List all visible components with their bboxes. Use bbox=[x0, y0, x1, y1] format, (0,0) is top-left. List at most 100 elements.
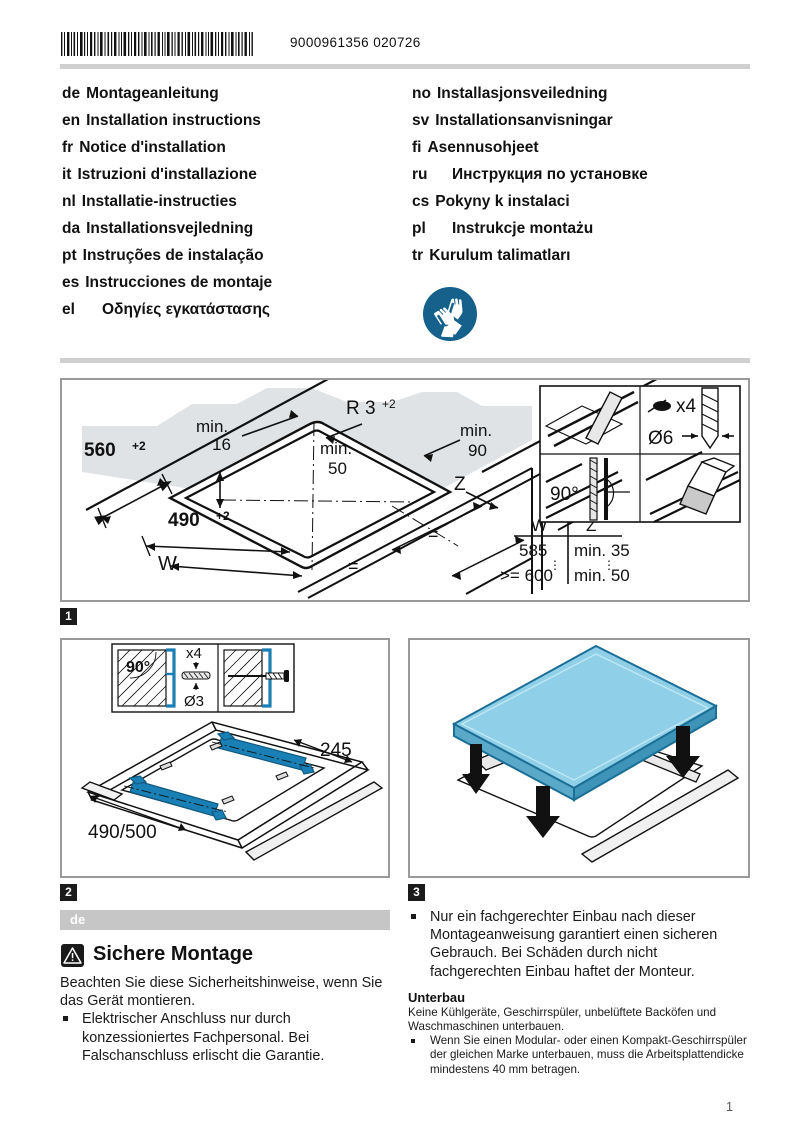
language-title: Installationsvejledning bbox=[86, 220, 254, 237]
wear-protective-gloves-icon bbox=[423, 287, 477, 341]
language-code: nl bbox=[62, 193, 76, 210]
drill-bit-icon: x4 Ø6 bbox=[647, 387, 734, 450]
language-row-cs: cs Pokyny k instalaci bbox=[412, 188, 752, 215]
saw-90-degree-icon: 90° bbox=[545, 457, 630, 521]
language-row-pl: pl Instrukcje montażu bbox=[412, 215, 752, 242]
section-title: Sichere Montage bbox=[93, 943, 254, 965]
language-code: cs bbox=[412, 193, 430, 210]
figure-1-number: 1 bbox=[60, 608, 77, 625]
figure-2-detail-panel: 90° x4 Ø3 bbox=[111, 643, 295, 713]
sealant-brush-icon bbox=[645, 451, 741, 523]
header-divider bbox=[60, 64, 750, 69]
language-code: no bbox=[412, 85, 431, 102]
language-code: da bbox=[62, 220, 81, 237]
language-title: Installation instructions bbox=[86, 112, 261, 129]
language-title: Инструкция по установке bbox=[452, 166, 648, 183]
figure-2-number: 2 bbox=[60, 884, 77, 901]
safety-intro: Beachten Sie diese Sicherheitshinweise, … bbox=[60, 975, 383, 1010]
label-490: 490 bbox=[168, 510, 200, 531]
language-title: Instrucciones de montaje bbox=[85, 274, 273, 291]
label-490-500: 490/500 bbox=[88, 822, 157, 843]
language-code: fi bbox=[412, 139, 422, 156]
language-row-it: it Istruzioni d'installazione bbox=[62, 161, 402, 188]
language-title: Asennusohjeet bbox=[427, 139, 539, 156]
page-number: 1 bbox=[726, 1100, 733, 1114]
language-code: it bbox=[62, 166, 72, 183]
td-w-585: 585 bbox=[519, 541, 547, 560]
figure-1-wz-table: W Z 585 min. 35 >= 600 min. 50 ⋮ ⋮ bbox=[500, 512, 630, 585]
bullet-square-icon bbox=[411, 1039, 415, 1044]
td-z-min35: min. 35 bbox=[574, 541, 630, 560]
language-title: Kurulum talimatları bbox=[429, 247, 571, 264]
press-down-arrow bbox=[526, 786, 560, 838]
language-title: Montageanleitung bbox=[86, 85, 219, 102]
subsection-heading: Unterbau bbox=[408, 989, 466, 1005]
label-equal-2: = bbox=[348, 556, 359, 576]
label-min90-line2: 90 bbox=[468, 441, 487, 460]
language-code: pl bbox=[412, 220, 426, 237]
language-title: Istruzioni d'installazione bbox=[77, 166, 257, 183]
hob-panel bbox=[451, 644, 719, 802]
language-code: tr bbox=[412, 247, 424, 264]
label-d6: Ø6 bbox=[648, 428, 673, 449]
svg-text:⋮: ⋮ bbox=[549, 558, 561, 572]
language-row-tr: tr Kurulum talimatları bbox=[412, 242, 752, 269]
bullet-item: Wenn Sie einen Modular- oder einen Kompa… bbox=[408, 1034, 750, 1077]
press-down-arrow bbox=[666, 726, 700, 778]
bullet-square-icon bbox=[411, 914, 416, 919]
bullet-text: Wenn Sie einen Modular- oder einen Kompa… bbox=[430, 1034, 747, 1076]
label-245: 245 bbox=[320, 740, 352, 761]
bullet-text: Elektrischer Anschluss nur durch konzess… bbox=[82, 1011, 325, 1064]
language-title: Notice d'installation bbox=[79, 139, 226, 156]
language-title: Installationsanvisningar bbox=[435, 112, 613, 129]
figure-1-drawing: min. 16 560 +2 490 +2 R 3 +2 min. 90 min… bbox=[82, 380, 741, 599]
language-row-es: es Instrucciones de montaje bbox=[62, 269, 402, 296]
language-title: Instrukcje montażu bbox=[452, 220, 594, 237]
language-row-fr: fr Notice d'installation bbox=[62, 134, 402, 161]
mounting-bracket bbox=[216, 731, 315, 775]
warning-triangle-icon bbox=[61, 944, 84, 967]
language-band-label: de bbox=[70, 912, 86, 927]
label-equal-1: = bbox=[428, 524, 439, 544]
svg-text:+2: +2 bbox=[382, 397, 396, 411]
label-min16-line1: min. bbox=[196, 417, 228, 436]
subsection-text: Keine Kühlgeräte, Geschirrspüler, unbelü… bbox=[408, 1005, 717, 1034]
document-number: 9000961356 020726 bbox=[290, 35, 421, 50]
text-column-right: Nur ein fachgerechter Einbau nach dieser… bbox=[408, 908, 750, 1077]
language-code: es bbox=[62, 274, 80, 291]
language-code: el bbox=[62, 301, 75, 318]
figure-3-number: 3 bbox=[408, 884, 425, 901]
figure-1-detail-panel: x4 Ø6 bbox=[539, 385, 741, 523]
language-title: Pokyny k instalaci bbox=[435, 193, 570, 210]
barcode bbox=[61, 32, 253, 56]
text-column-left: Beachten Sie diese Sicherheitshinweise, … bbox=[60, 974, 390, 1065]
svg-text:+2: +2 bbox=[216, 509, 230, 523]
language-code: fr bbox=[62, 139, 74, 156]
language-title: Instruções de instalação bbox=[82, 247, 264, 264]
figure-2-brackets: 90° x4 Ø3 bbox=[60, 638, 390, 878]
td-w-600: >= 600 bbox=[500, 566, 553, 585]
svg-text:+2: +2 bbox=[132, 439, 146, 453]
label-90deg-fig2: 90° bbox=[126, 659, 150, 676]
label-x4: x4 bbox=[676, 396, 697, 417]
figure-3-install-hob bbox=[408, 638, 750, 878]
bullet-text: Nur ein fachgerechter Einbau nach dieser… bbox=[430, 909, 718, 980]
pencil-marking-icon bbox=[544, 390, 639, 448]
figure-3-drawing bbox=[451, 644, 740, 863]
td-z-min50: min. 50 bbox=[574, 566, 630, 585]
svg-text:⋮: ⋮ bbox=[603, 558, 615, 572]
language-row-da: da Installationsvejledning bbox=[62, 215, 402, 242]
section-divider bbox=[60, 358, 750, 363]
figure-2-drawing: 90° x4 Ø3 bbox=[80, 643, 384, 861]
bullet-item: Elektrischer Anschluss nur durch konzess… bbox=[60, 1010, 390, 1065]
figure-1-cutout-dimensions: min. 16 560 +2 490 +2 R 3 +2 min. 90 min… bbox=[60, 378, 750, 602]
label-w: W bbox=[158, 553, 177, 575]
